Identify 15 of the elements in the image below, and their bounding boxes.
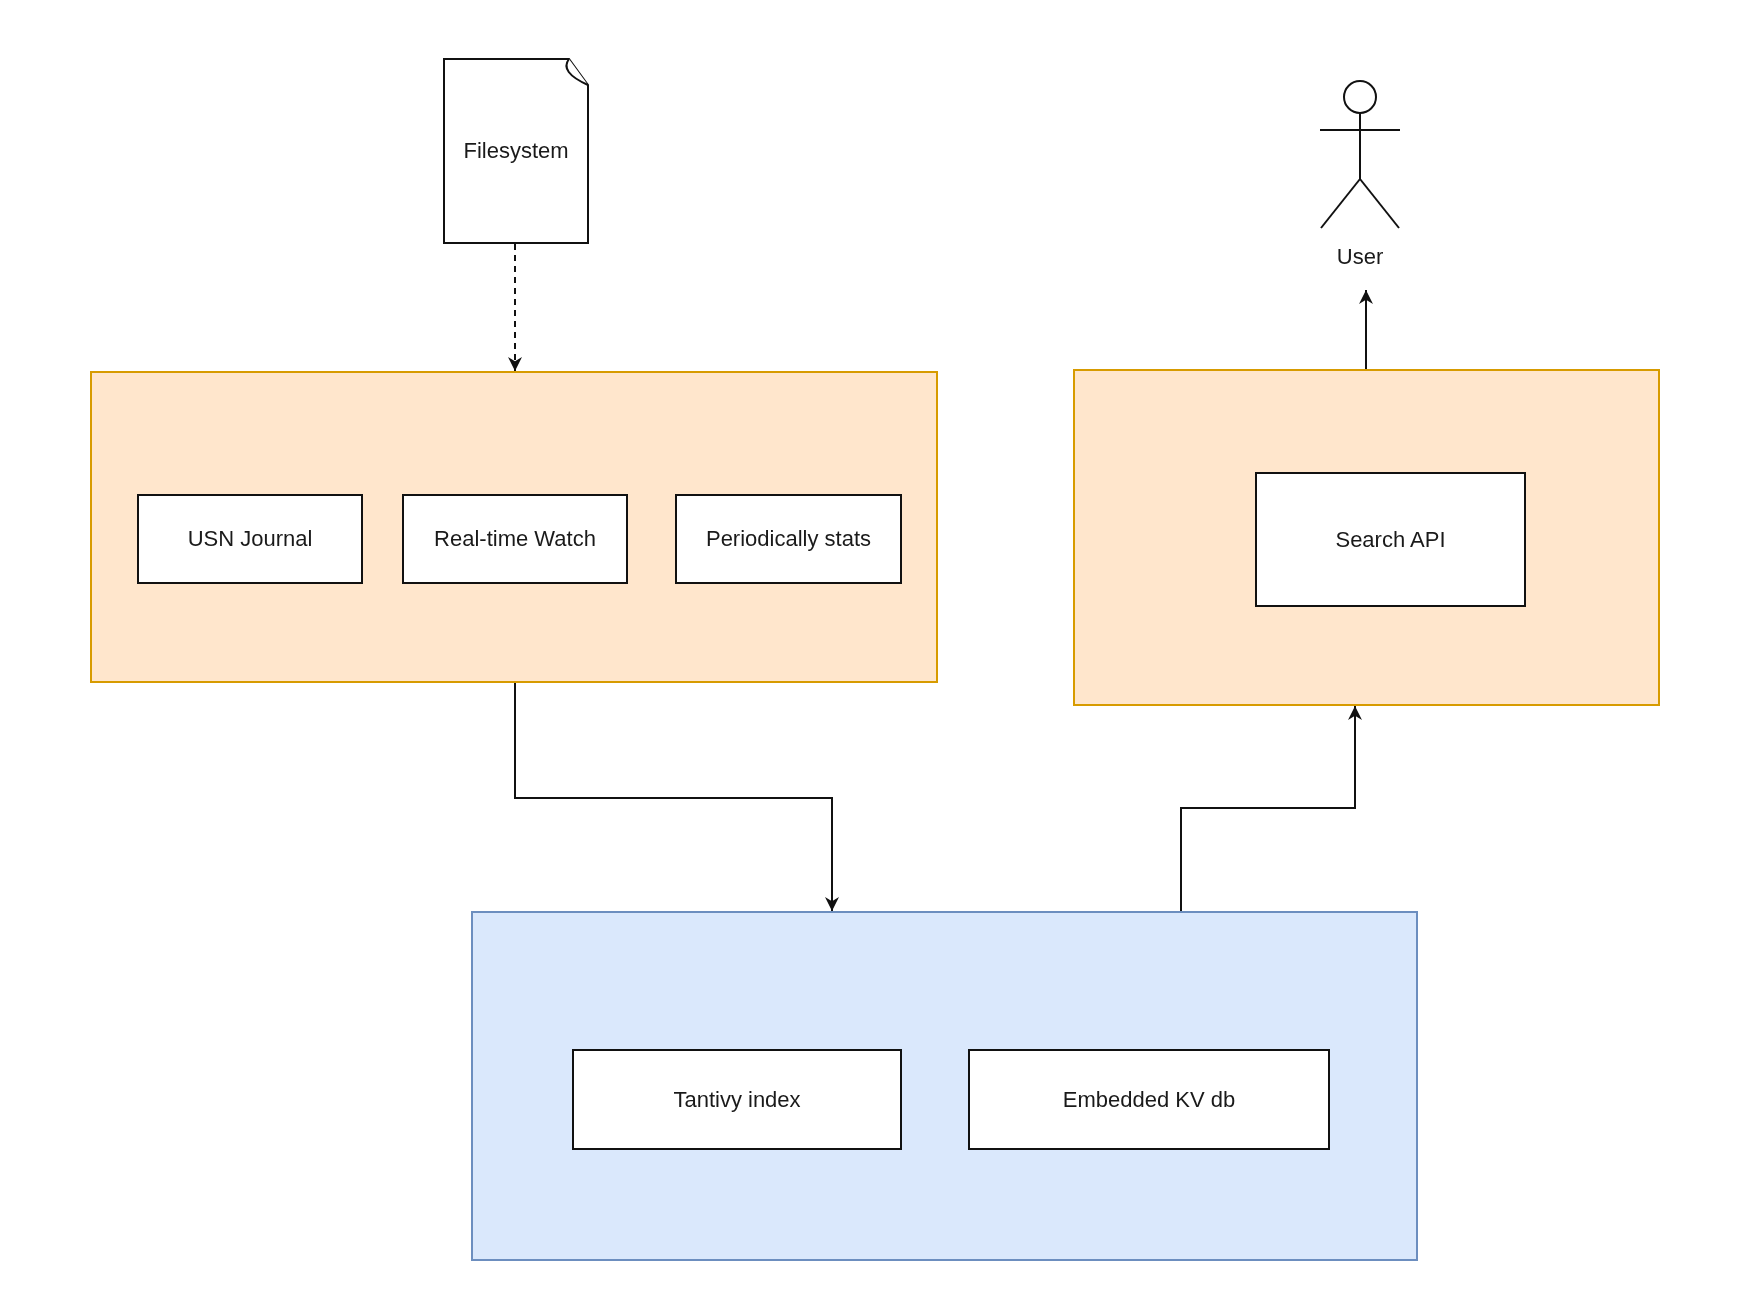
group-container bbox=[90, 371, 938, 683]
process-box: Periodically stats bbox=[675, 494, 902, 584]
process-box: Tantivy index bbox=[572, 1049, 902, 1150]
process-box: Real-time Watch bbox=[402, 494, 628, 584]
arrow bbox=[1359, 289, 1373, 370]
arrow bbox=[514, 682, 839, 912]
actor-label: User bbox=[1336, 243, 1384, 271]
process-box: Embedded KV db bbox=[968, 1049, 1330, 1150]
arrow bbox=[1180, 705, 1362, 912]
storage-container bbox=[471, 911, 1418, 1261]
process-box: USN Journal bbox=[137, 494, 363, 584]
group-container bbox=[1073, 369, 1660, 706]
process-box: Search API bbox=[1255, 472, 1526, 607]
dashed-arrow bbox=[508, 243, 522, 372]
document-label: Filesystem bbox=[463, 137, 569, 165]
